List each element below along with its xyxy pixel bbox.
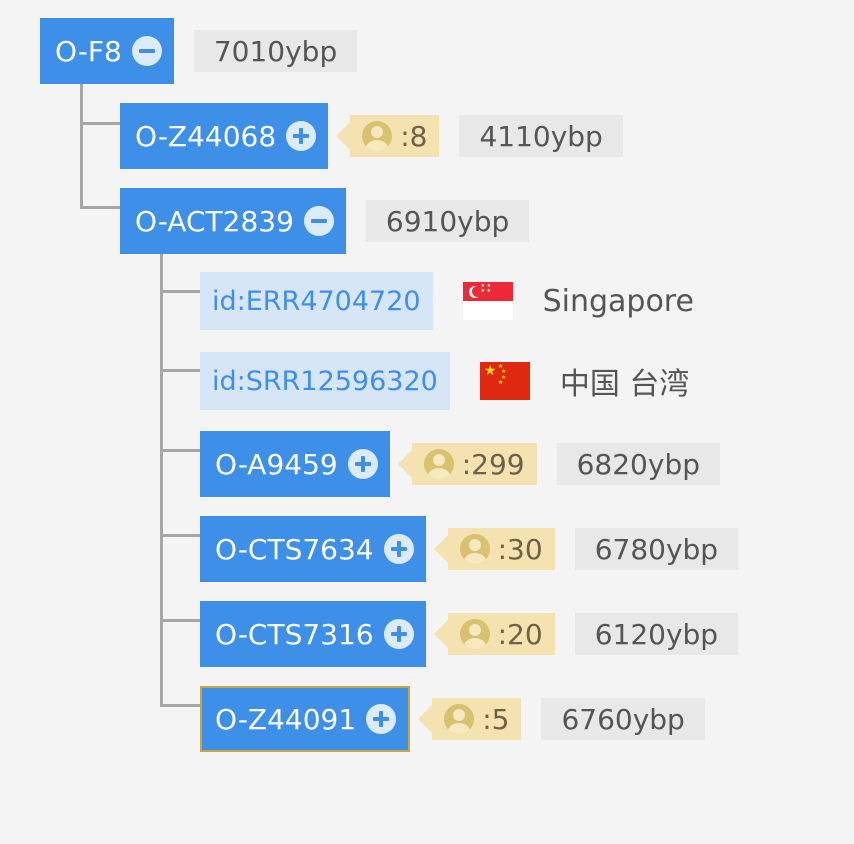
tree-row-cts7316: O-CTS7316 : 20 6120ybp [200,601,739,667]
expand-icon[interactable] [383,619,414,649]
count-prefix: : [497,617,508,651]
count-value: 8 [409,119,428,153]
age-text: 6120ybp [594,617,719,651]
haplogroup-node-o-z44091[interactable]: O-Z44091 [200,686,411,752]
count-value: 30 [507,532,543,566]
count-prefix: : [482,702,492,736]
age-estimate: 6820ybp [556,443,720,485]
age-estimate: 7010ybp [193,30,358,72]
expand-icon[interactable] [347,449,378,479]
sample-count-badge: : 5 [418,698,522,740]
person-icon [423,449,454,479]
node-label: O-CTS7316 [215,617,374,651]
age-estimate: 6780ybp [574,528,739,570]
haplogroup-node-o-f8[interactable]: O-F8 [40,18,174,84]
node-label: O-A9459 [215,447,338,481]
age-estimate: 6760ybp [541,698,705,740]
person-icon [362,121,393,151]
count-prefix: : [497,532,508,566]
count-value: 299 [471,447,525,481]
star-icon: ★ [500,374,507,381]
sample-country: 中国 台湾 [559,367,690,402]
age-text: 6780ybp [594,532,719,566]
node-label: O-F8 [55,34,122,68]
haplogroup-node-o-act2839[interactable]: O-ACT2839 [120,188,346,254]
count-prefix: : [400,119,410,153]
connector-act2839 [80,206,120,209]
connector-cts7634 [160,534,200,537]
node-label: O-CTS7634 [215,532,374,566]
connector-a9459 [160,449,200,452]
age-text: 6760ybp [561,702,685,736]
tree-row-act2839: O-ACT2839 6910ybp [120,188,530,254]
sample-count-badge: : 30 [433,528,555,570]
count-value: 5 [491,702,510,736]
sample-country: Singapore [542,283,694,319]
sample-count-badge: : 299 [397,443,537,485]
sample-id-text: id:ERR4704720 [212,285,421,317]
expand-icon[interactable] [366,704,397,734]
sample-row-err4704720: id:ERR4704720 ★ ★★ ★ Singapore [200,272,694,330]
connector-sample-1 [160,290,200,293]
node-label: O-ACT2839 [135,204,294,238]
age-estimate: 6910ybp [365,200,530,242]
stars-icon: ★ ★★ ★ [480,283,492,294]
crescent-icon [468,286,483,298]
connector-root-vertical [80,84,83,208]
sample-id-link[interactable]: id:SRR12596320 [200,352,450,410]
tree-row-z44091: O-Z44091 : 5 6760ybp [200,686,705,752]
haplogroup-node-o-a9459[interactable]: O-A9459 [200,431,390,497]
connector-act2839-vertical [160,254,163,707]
age-estimate: 4110ybp [459,115,623,157]
expand-icon[interactable] [383,534,414,564]
tree-row-a9459: O-A9459 : 299 6820ybp [200,431,720,497]
tree-row-root: O-F8 7010ybp [40,18,358,84]
connector-sample-2 [160,369,200,372]
person-icon [459,534,490,564]
haplogroup-node-o-cts7316[interactable]: O-CTS7316 [200,601,426,667]
age-text: 6820ybp [576,447,700,481]
star-icon: ★ [483,363,497,379]
star-icon: ★ [497,379,504,386]
connector-cts7316 [160,619,200,622]
sample-id-link[interactable]: id:ERR4704720 [200,272,433,330]
haplogroup-node-o-z44068[interactable]: O-Z44068 [120,103,329,169]
sample-id-text: id:SRR12596320 [212,365,438,397]
count-value: 20 [507,617,543,651]
star-icon: ★ [497,363,504,370]
china-flag-icon: ★ ★ ★ ★ ★ [479,362,530,400]
tree-row-cts7634: O-CTS7634 : 30 6780ybp [200,516,739,582]
age-text: 7010ybp [213,34,338,68]
sample-count-badge: : 20 [433,613,555,655]
connector-z44091 [160,704,200,707]
collapse-icon[interactable] [131,36,162,66]
expand-icon[interactable] [286,121,317,151]
collapse-icon[interactable] [303,206,334,236]
node-label: O-Z44068 [135,119,277,153]
singapore-flag-icon: ★ ★★ ★ [462,282,513,320]
sample-count-badge: : 8 [336,115,440,157]
count-prefix: : [461,447,472,481]
star-icon: ★ [500,368,507,375]
person-icon [444,704,475,734]
age-estimate: 6120ybp [574,613,739,655]
haplogroup-node-o-cts7634[interactable]: O-CTS7634 [200,516,426,582]
age-text: 6910ybp [385,204,510,238]
connector-z44068 [80,122,120,125]
tree-row-z44068: O-Z44068 : 8 4110ybp [120,103,623,169]
sample-row-srr12596320: id:SRR12596320 ★ ★ ★ ★ ★ 中国 台湾 [200,352,689,410]
person-icon [459,619,490,649]
age-text: 4110ybp [479,119,603,153]
node-label: O-Z44091 [215,702,357,736]
